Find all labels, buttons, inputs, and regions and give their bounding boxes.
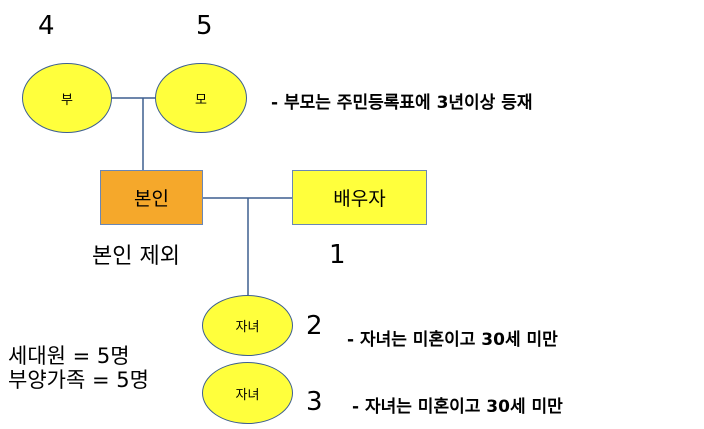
mother-label: 모 [195,92,207,108]
child1-note: - 자녀는 미혼이고 30세 미만 [347,330,558,350]
mother-node: 모 [155,63,247,133]
child2-label: 자녀 [235,387,260,403]
child1-number: 2 [306,311,323,341]
self-node: 본인 [100,170,203,225]
spouse-number: 1 [329,240,346,270]
child2-node: 자녀 [202,362,293,424]
child1-label: 자녀 [235,320,260,335]
household-summary: 세대원 = 5명 부양가족 = 5명 [8,344,149,392]
mother-number: 5 [196,11,213,41]
father-node: 부 [22,63,112,133]
child1-node: 자녀 [202,295,293,356]
child2-number: 3 [306,387,323,417]
father-number: 4 [38,11,55,41]
parents-note: - 부모는 주민등록표에 3년이상 등재 [271,93,533,113]
child2-note: - 자녀는 미혼이고 30세 미만 [352,397,563,417]
spouse-label: 배우자 [333,188,386,210]
self-excluded-text: 본인 제외 [92,244,180,269]
household-members-text: 세대원 = 5명 [8,344,130,368]
dependents-text: 부양가족 = 5명 [8,368,149,393]
self-label: 본인 [134,188,169,210]
spouse-node: 배우자 [292,170,427,225]
father-label: 부 [61,92,73,108]
